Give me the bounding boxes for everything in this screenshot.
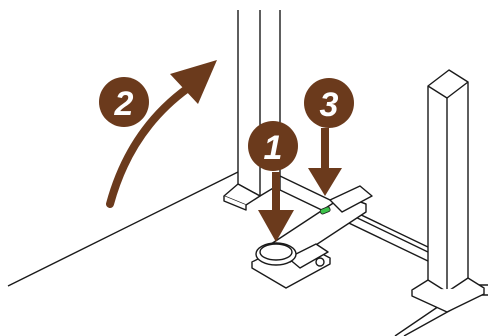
foot-pedal [251, 185, 373, 289]
step-marker-2: 2 [99, 77, 149, 127]
step-number: 3 [320, 86, 339, 124]
step-marker-3: 3 [304, 78, 354, 128]
step-number: 2 [114, 85, 134, 123]
arrow-down-icon [258, 172, 294, 242]
arrow-down-icon [308, 128, 342, 196]
step-number: 1 [264, 129, 283, 167]
front-post [411, 69, 485, 313]
step-marker-1: 1 [248, 121, 298, 171]
rear-post [223, 10, 281, 211]
curved-arrow-icon [106, 60, 217, 208]
indicator-light [319, 206, 331, 215]
